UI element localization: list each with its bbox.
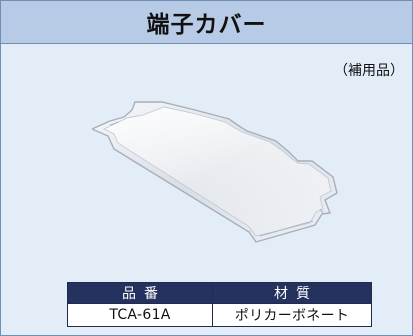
spec-table-row: TCA-61A ポリカーボネート (67, 303, 372, 327)
spec-table: 品番 材質 TCA-61A ポリカーボネート (67, 282, 372, 327)
terminal-cover-top-face (102, 106, 332, 237)
terminal-cover-notch-line (319, 208, 324, 214)
terminal-cover-left-line (109, 121, 120, 126)
part-number-cell: TCA-61A (67, 303, 213, 327)
product-title: 端子カバー (146, 12, 267, 38)
spec-table-header-row: 品番 材質 (67, 282, 372, 304)
terminal-cover-corner-line (248, 230, 253, 238)
terminal-cover-edge-line (259, 220, 314, 237)
part-number-header: 品番 (67, 282, 213, 304)
product-header: 端子カバー (1, 1, 412, 44)
spare-part-note: （補用品） (334, 63, 404, 79)
terminal-cover-image (92, 94, 342, 246)
terminal-cover-illustration (92, 101, 338, 243)
material-cell: ポリカーボネート (212, 303, 372, 327)
material-header: 材質 (212, 282, 372, 304)
